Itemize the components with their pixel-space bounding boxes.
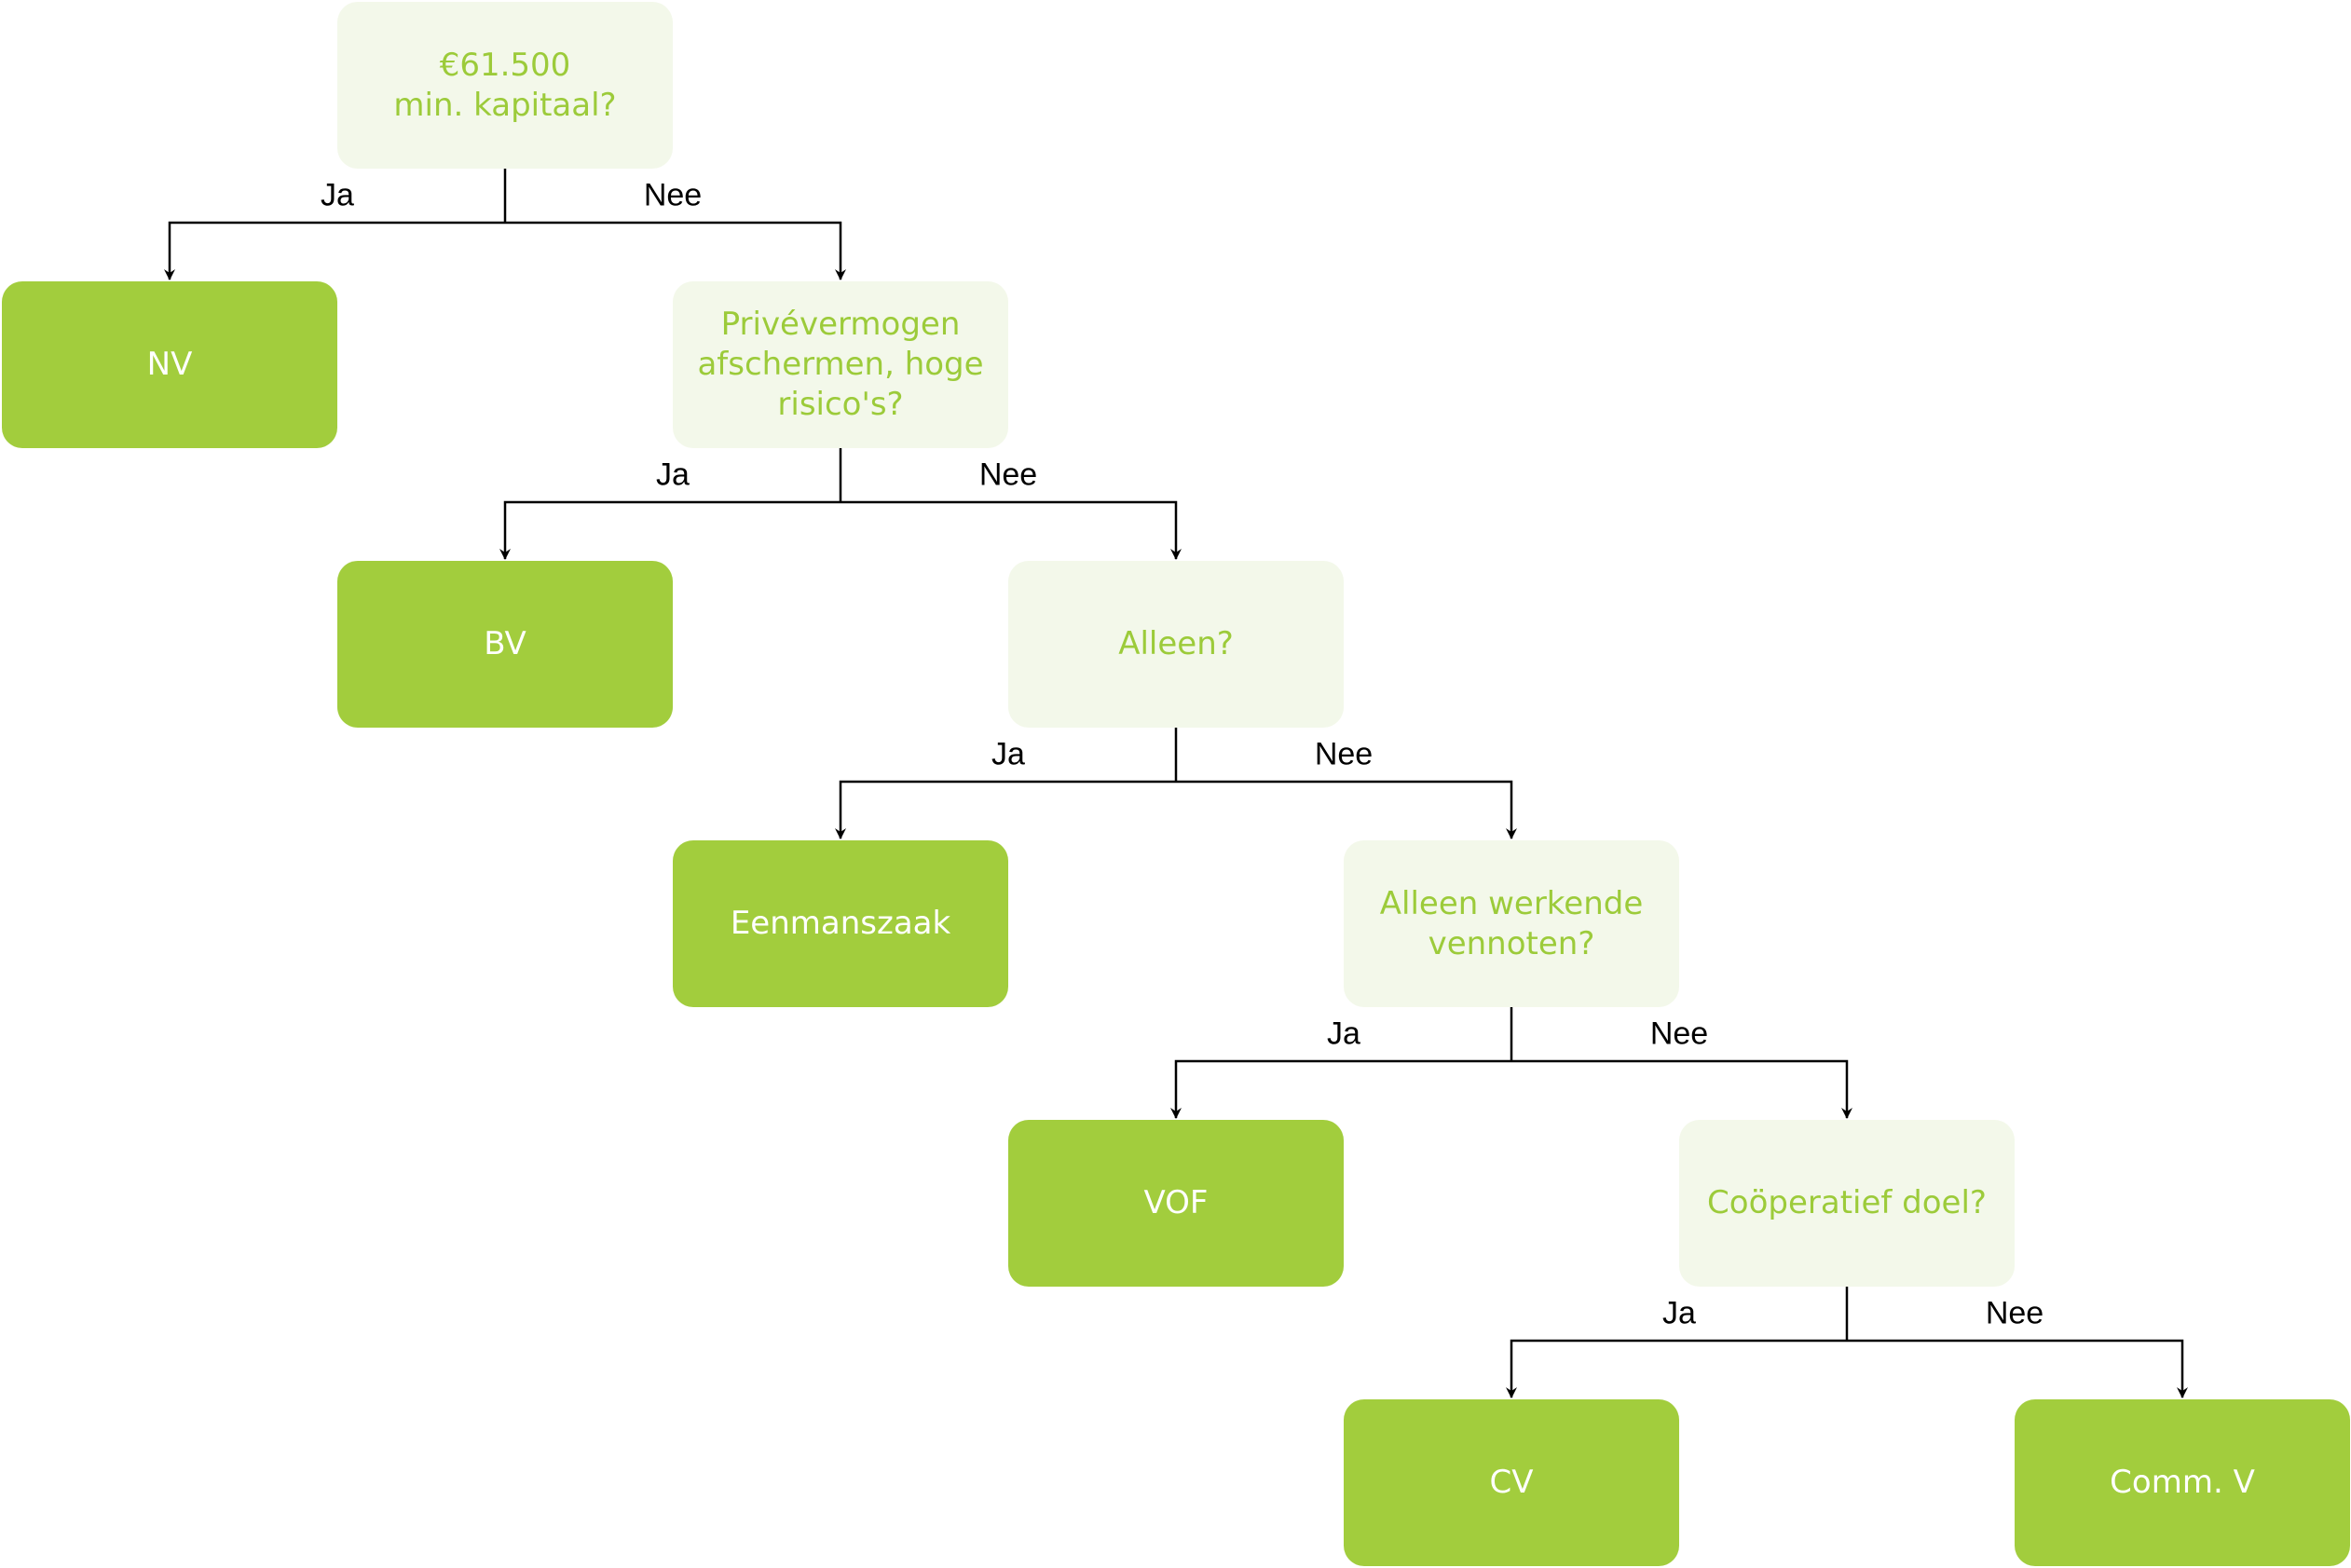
edge-label-nee: Nee xyxy=(978,457,1038,493)
outcome-node-eenmanszaak: Eenmanszaak xyxy=(673,840,1008,1007)
edge-label-nee: Nee xyxy=(1314,736,1374,772)
question-node-private-assets: Privévermogen afschermen, hoge risico's? xyxy=(673,281,1008,448)
connector-arrow-q-private-assets-to-q-alone xyxy=(841,500,1182,560)
edge-label-nee: Nee xyxy=(1985,1295,2044,1331)
outcome-node-vof: VOF xyxy=(1008,1120,1344,1287)
outcome-node-bv: BV xyxy=(337,561,673,728)
question-node-capital: €61.500 min. kapitaal? xyxy=(337,2,673,169)
outcome-node-nv: NV xyxy=(2,281,337,448)
connector-arrow-q-capital-to-q-private-assets xyxy=(505,221,846,280)
question-node-alone: Alleen? xyxy=(1008,561,1344,728)
connector-arrow-q-cooperative-to-o-comm-v xyxy=(1847,1339,2188,1398)
edge-label-nee: Nee xyxy=(643,177,703,213)
outcome-node-cv: CV xyxy=(1344,1399,1679,1566)
connector-arrow-q-alone-to-o-eenmanszaak xyxy=(835,780,1176,839)
outcome-node-comm-v: Comm. V xyxy=(2015,1399,2350,1566)
connector-arrow-q-working-partners-to-q-cooperative xyxy=(1511,1059,1852,1119)
connector-arrow-q-cooperative-to-o-cv xyxy=(1506,1339,1847,1398)
connector-arrow-q-capital-to-o-nv xyxy=(164,221,505,280)
edge-label-nee: Nee xyxy=(1649,1016,1709,1052)
question-node-cooperative: Coöperatief doel? xyxy=(1679,1120,2015,1287)
connector-arrow-q-alone-to-q-working-partners xyxy=(1176,780,1517,839)
edge-label-ja: Ja xyxy=(1327,1016,1360,1052)
question-node-working-partners: Alleen werkende vennoten? xyxy=(1344,840,1679,1007)
edge-label-ja: Ja xyxy=(321,177,354,213)
connector-arrow-q-working-partners-to-o-vof xyxy=(1170,1059,1511,1119)
edge-label-ja: Ja xyxy=(656,457,690,493)
edge-label-ja: Ja xyxy=(1662,1295,1696,1331)
connector-arrow-q-private-assets-to-o-bv xyxy=(499,500,841,560)
edge-label-ja: Ja xyxy=(991,736,1025,772)
